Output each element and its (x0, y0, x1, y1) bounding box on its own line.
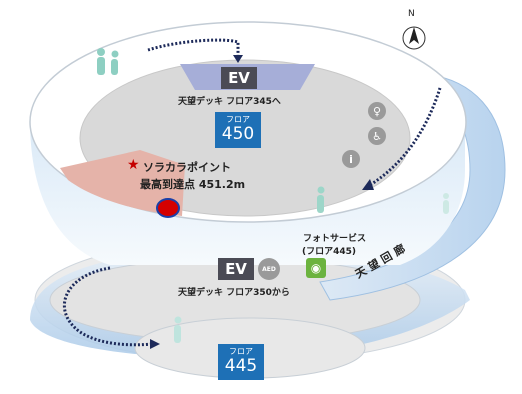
route-arrowhead-lower (150, 339, 160, 349)
restroom-icon: ♀ (368, 102, 386, 120)
route-arrow-lower (62, 266, 153, 347)
north-label: N (408, 9, 415, 19)
aed-icon: AED (258, 258, 280, 280)
sorakara-point-area (60, 150, 185, 216)
walker-silhouette-icon (317, 186, 325, 213)
ev-upper-caption: 天望デッキ フロア345へ (178, 97, 281, 107)
people-silhouette-icon (97, 48, 119, 75)
ev-lower-caption: 天望デッキ フロア350から (178, 288, 290, 298)
info-icon: i (342, 150, 360, 168)
sorakara-point-title: ソラカラポイント (143, 161, 231, 174)
route-arrow-right (369, 87, 442, 187)
ev-upper-badge: EV (221, 67, 257, 89)
skywalk-ramp (319, 74, 506, 301)
route-arrowhead-right (362, 179, 374, 190)
sorakara-star-icon: ★ (127, 157, 140, 173)
wheelchair-icon: ♿ (368, 127, 386, 145)
sorakara-point-marker (156, 198, 180, 218)
floor-450-number: 450 (221, 124, 255, 144)
floor-450-badge: フロア 450 (215, 112, 261, 148)
walker-silhouette-icon-2 (174, 316, 182, 343)
floor-445-badge: フロア 445 (218, 344, 264, 380)
floor-450-small-label: フロア (226, 115, 250, 124)
north-icon-needle (409, 27, 419, 44)
route-arrow-top (147, 38, 240, 56)
photo-service-floor: (フロア445) (302, 247, 357, 257)
aed-label: AED (262, 265, 276, 273)
route-arrowhead-top (233, 55, 243, 63)
camera-icon: ◉ (306, 258, 326, 278)
walker-silhouette-icon-3 (443, 193, 449, 214)
photo-service-label: フォトサービス (303, 234, 367, 244)
floor-445-small-label: フロア (229, 347, 253, 356)
sorakara-point-subtitle: 最高到達点 451.2m (140, 178, 246, 191)
ev-lower-badge: EV (218, 258, 254, 280)
floor-445-number: 445 (224, 356, 258, 376)
